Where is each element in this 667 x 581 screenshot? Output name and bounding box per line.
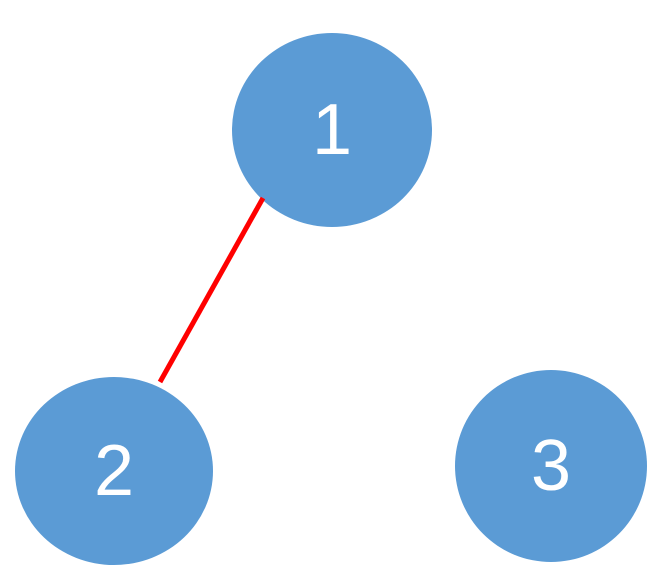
graph-node-label: 2 — [93, 431, 135, 511]
graph-node-2: 2 — [15, 377, 213, 565]
graph-node-3: 3 — [455, 370, 647, 562]
graph-node-label: 1 — [311, 90, 353, 170]
graph-node-label: 3 — [530, 426, 572, 506]
graph-node-1: 1 — [232, 33, 432, 227]
